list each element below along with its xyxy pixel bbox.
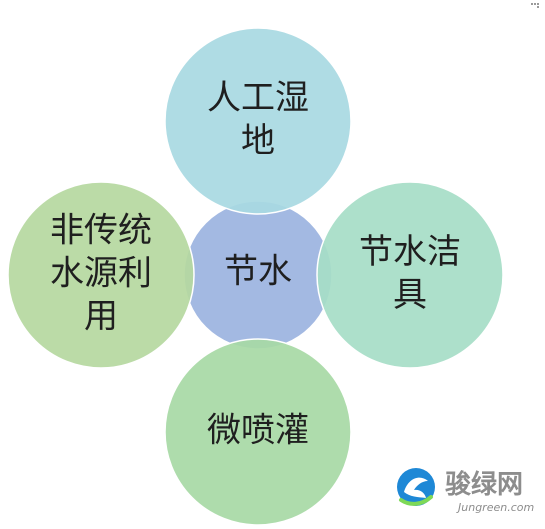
right-label-line-1: 节水洁 — [359, 232, 461, 272]
jungreen-logo-icon — [397, 468, 435, 506]
watermark-site-name: 骏绿网 — [445, 469, 523, 500]
center-label: 节水 — [224, 252, 292, 292]
left-label-line-3: 用 — [84, 297, 118, 337]
left-circle — [7, 181, 195, 369]
top-circle — [164, 27, 352, 215]
watermark-domain: Jungreen.com — [456, 501, 534, 514]
left-label-line-2: 水源利 — [50, 254, 152, 294]
corner-mark-icon — [531, 3, 539, 8]
left-label-line-1: 非传统 — [50, 211, 152, 251]
watermark: 骏绿网 Jungreen.com — [397, 468, 534, 514]
circles-layer — [7, 27, 504, 526]
right-label-line-2: 具 — [393, 275, 427, 315]
top-label-line-2: 地 — [241, 121, 275, 161]
right-circle — [316, 181, 504, 369]
bottom-circle — [164, 338, 352, 526]
bottom-label-line-1: 微喷灌 — [207, 411, 309, 451]
top-label-line-1: 人工湿 — [207, 78, 309, 118]
